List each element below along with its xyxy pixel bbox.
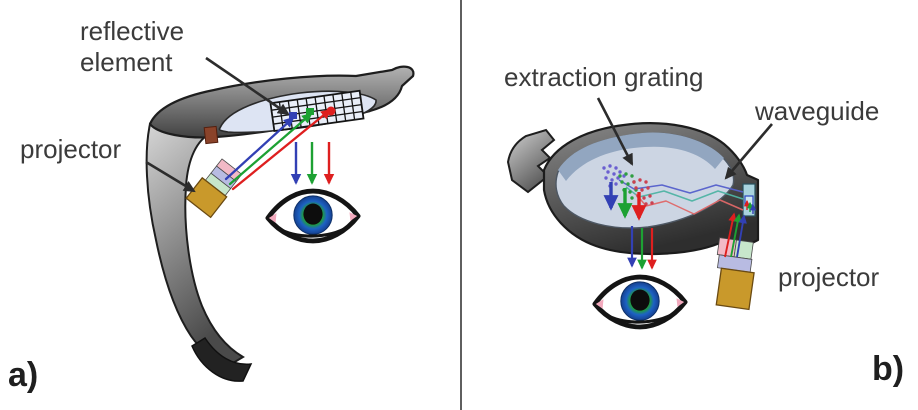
panel-b: extraction grating waveguide projector b… (462, 0, 918, 410)
leader-reflective-element (205, 56, 290, 116)
injection-mini-arrows (743, 199, 757, 214)
inject-ray-blue (736, 214, 747, 258)
eye-rays-a (290, 142, 335, 185)
panel-divider (460, 0, 462, 410)
panel-b-drawing (506, 97, 773, 410)
ray-green-a (228, 112, 313, 186)
guided-ray-blue (618, 179, 744, 194)
leader-extraction-grating (596, 97, 634, 166)
leader-projector-a (145, 160, 196, 193)
label-projector-a: projector (20, 134, 122, 164)
ray-blue-a (224, 116, 295, 181)
projector-body-gold-b (715, 267, 755, 311)
extraction-grating-dots-red (632, 178, 654, 206)
label-projector-b: projector (778, 262, 880, 292)
panel-b-tag: b) (872, 350, 905, 388)
panel-a: reflective element projector a) (8, 16, 415, 394)
injection-rays (724, 212, 747, 258)
projector-unit-b (715, 237, 755, 311)
glasses-temple-arm (145, 122, 245, 365)
label-reflective-element: reflective element (80, 16, 185, 77)
grid-hit-green (306, 108, 314, 115)
temple-tip (191, 336, 253, 382)
inject-ray-red (724, 212, 737, 258)
injection-window (744, 195, 754, 206)
inject-ray-green (730, 213, 742, 258)
eye-b (595, 277, 685, 327)
label-waveguide: waveguide (755, 96, 880, 126)
panel-a-drawing (145, 56, 415, 382)
panel-a-tag: a) (8, 356, 39, 394)
waveguide-top-band (558, 132, 724, 181)
ray-red-a (231, 108, 332, 191)
extracted-arrows (603, 182, 647, 221)
leader-waveguide (724, 123, 773, 180)
eye-rays-b (627, 226, 657, 270)
label-extraction-grating: extraction grating (504, 62, 704, 92)
eye-a (268, 191, 358, 241)
grid-hit-blue (289, 112, 297, 119)
projection-rays-a (224, 108, 332, 191)
hinge-block (203, 125, 219, 145)
